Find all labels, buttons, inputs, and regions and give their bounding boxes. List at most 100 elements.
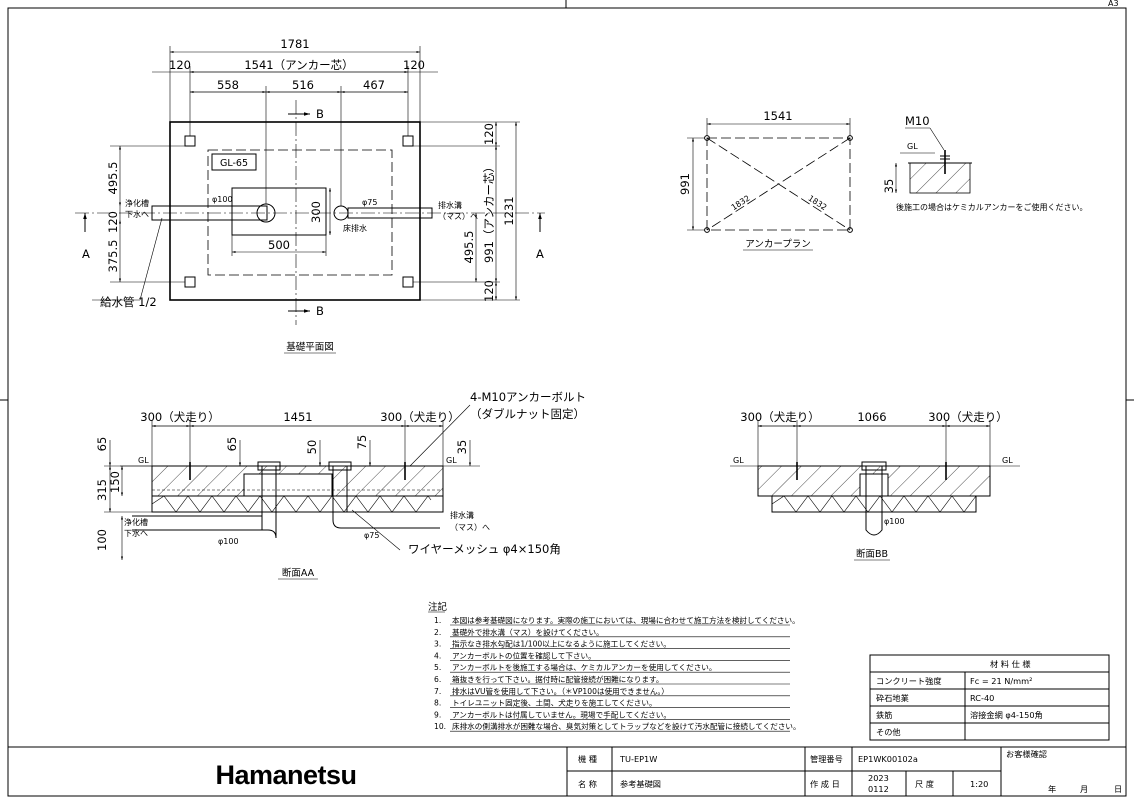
bb-gl-left: GL: [733, 456, 744, 465]
note-number: 5.: [434, 663, 441, 672]
aa-dim-mid: 1451: [283, 410, 312, 424]
notes-block: 注記 1.本図は参考基礎図になります。実際の施工においては、現場に合わせて施工方…: [428, 601, 801, 732]
note-number: 10.: [434, 722, 446, 731]
dim-seg-1: 558: [217, 78, 239, 92]
materials-rows: コンクリート強度 Fc = 21 N/mm² 砕石地業 RC-40 鉄筋 溶接金網 φ4-…: [876, 676, 1043, 737]
bb-dim-right: 300（犬走り）: [928, 410, 1007, 424]
note-text: 床排水の側溝排水が困難な場合、臭気対策としてトラップなどを設けて汚水配管に接続し…: [452, 721, 801, 731]
note-text: アンカーボルトの位置を確認して下さい。: [452, 650, 596, 660]
model-label: 機 種: [578, 754, 597, 764]
aa-septic-1: 浄化槽: [124, 517, 148, 527]
note-text: アンカーボルトを後施工する場合は、ケミカルアンカーを使用してください。: [452, 662, 717, 672]
note-number: 7.: [434, 687, 441, 696]
brand-logo: Hamanetsu: [215, 760, 356, 790]
material-key: コンクリート強度: [876, 676, 942, 686]
materials-table: 材 料 仕 様 コンクリート強度 Fc = 21 N/mm² 砕石地業 RC-40 鉄筋…: [869, 654, 1110, 741]
anchor-plan-diag-1: 1832: [730, 194, 752, 213]
floor-drain-pipe: [347, 207, 433, 219]
aa-h35: 35: [455, 440, 469, 455]
anchor-detail: M10 GL 35 後施工の場合はケミカルアンカーをご使用ください。: [882, 114, 1087, 212]
section-mark-b-bottom: B: [316, 304, 324, 318]
note-text: 排水はVU管を使用して下さい。（＊VP100は使用できません。）: [452, 686, 669, 696]
note-text: トイレユニット固定後、土間、犬走りを施工してください。: [452, 698, 657, 708]
dim-left-mid: 120: [106, 211, 120, 233]
floor-drain-label: 床排水: [343, 223, 367, 233]
dim-edge-right: 120: [403, 58, 425, 72]
aa-pipe-75: φ75: [364, 531, 379, 540]
anchor-plan-caption: アンカープラン: [745, 239, 811, 250]
aa-callout-1: 4-M10アンカーボルト: [470, 390, 586, 404]
title-block: Hamanetsu 機 種 TU-EP1W 名 称 参考基礎図 管理番号 EP1…: [8, 746, 1126, 797]
note-text: 指示なき排水勾配は1/100以上になるように施工してください。: [452, 639, 671, 649]
notes-title: 注記: [428, 601, 448, 613]
note-text: アンカーボルトは付属していません。現場で手配してください。: [452, 709, 671, 719]
pipe-75-label: φ75: [362, 198, 377, 207]
drain-label-2: （マス）へ: [438, 212, 478, 221]
material-key: 鉄筋: [876, 710, 892, 720]
drain-label-1: 排水溝: [438, 200, 462, 210]
name-value: 参考基礎図: [620, 779, 661, 789]
aa-h65-mid: 65: [225, 437, 239, 452]
bb-dim-mid: 1066: [857, 410, 886, 424]
date-year: 2023: [868, 773, 889, 783]
section-mark-a-left: A: [82, 247, 90, 261]
dim-edge-left: 120: [169, 58, 191, 72]
dim-right-bottom: 120: [482, 280, 496, 302]
septic-label-1: 浄化槽: [125, 198, 149, 208]
name-label: 名 称: [578, 779, 597, 789]
detail-depth: 35: [882, 179, 896, 194]
dim-left-lower: 375.5: [106, 240, 120, 273]
material-value: Fc = 21 N/mm²: [970, 676, 1032, 686]
aa-septic-2: 下水へ: [124, 528, 148, 538]
dim-right-top: 120: [482, 123, 496, 145]
confirm-day: 日: [1114, 784, 1122, 794]
dim-anchor-center: 1541（アンカー芯）: [244, 58, 353, 72]
dim-overall: 1781: [280, 37, 309, 51]
anchor-box: [184, 135, 196, 147]
anchor-box: [184, 276, 196, 288]
note-number: 6.: [434, 675, 441, 684]
bb-gl-right: GL: [1002, 456, 1013, 465]
gl-level-label: GL-65: [220, 158, 248, 169]
aa-caption: 断面AA: [282, 567, 315, 579]
mgmt-label: 管理番号: [810, 754, 843, 764]
aa-mesh-label: ワイヤーメッシュ φ4×150角: [408, 542, 561, 556]
septic-pipe: [151, 205, 268, 221]
sheet-size-label: A3: [1108, 0, 1119, 8]
anchor-box: [402, 276, 414, 288]
dim-left-upper: 495.5: [106, 162, 120, 195]
septic-label-2: 下水へ: [125, 209, 149, 219]
plan-pit: [231, 187, 327, 236]
plan-inner-outline: [207, 149, 393, 276]
section-bb: 300（犬走り） 1066 300（犬走り） GL GL φ100 断面BB: [730, 410, 1020, 561]
foundation-plan: GL-65 φ100 φ75 床排水 浄化槽 下水へ 排水溝 （マス）へ 給水管…: [75, 37, 545, 354]
note-text: 基礎外で排水溝（マス）を設けてください。: [452, 627, 604, 637]
anchor-plan: 1541 991 1832 1832 アンカープラン: [678, 109, 853, 251]
dim-pit-height: 300: [309, 201, 323, 223]
materials-title: 材 料 仕 様: [990, 659, 1031, 669]
note-number: 9.: [434, 710, 441, 719]
material-value: 溶接金網 φ4-150角: [970, 710, 1043, 720]
dim-pit-width: 500: [268, 238, 290, 252]
aa-gl-left: GL: [138, 456, 149, 465]
scale-label: 尺 度: [915, 779, 934, 789]
note-number: 3.: [434, 640, 441, 649]
bb-caption: 断面BB: [856, 548, 888, 560]
aa-drain-2: （マス）へ: [450, 523, 490, 532]
dim-seg-2: 516: [292, 78, 314, 92]
detail-note: 後施工の場合はケミカルアンカーをご使用ください。: [896, 202, 1087, 212]
material-value: RC-40: [970, 693, 994, 703]
plan-caption: 基礎平面図: [286, 341, 334, 353]
section-aa: 4-M10アンカーボルト （ダブルナット固定） 300（犬走り） 1451 30…: [95, 390, 586, 580]
aa-h150: 150: [108, 471, 122, 493]
dim-right-total: 1231: [502, 196, 516, 225]
confirm-month: 月: [1080, 784, 1088, 794]
dim-right-anchor: 991（アンカー芯）: [482, 161, 496, 263]
note-number: 8.: [434, 699, 441, 708]
pipe-100-label: φ100: [212, 195, 233, 204]
aa-drain-1: 排水溝: [450, 510, 474, 520]
confirm-label: お客様確認: [1006, 749, 1047, 759]
material-key: 砕石地業: [876, 693, 909, 703]
aa-pit: [243, 473, 333, 497]
